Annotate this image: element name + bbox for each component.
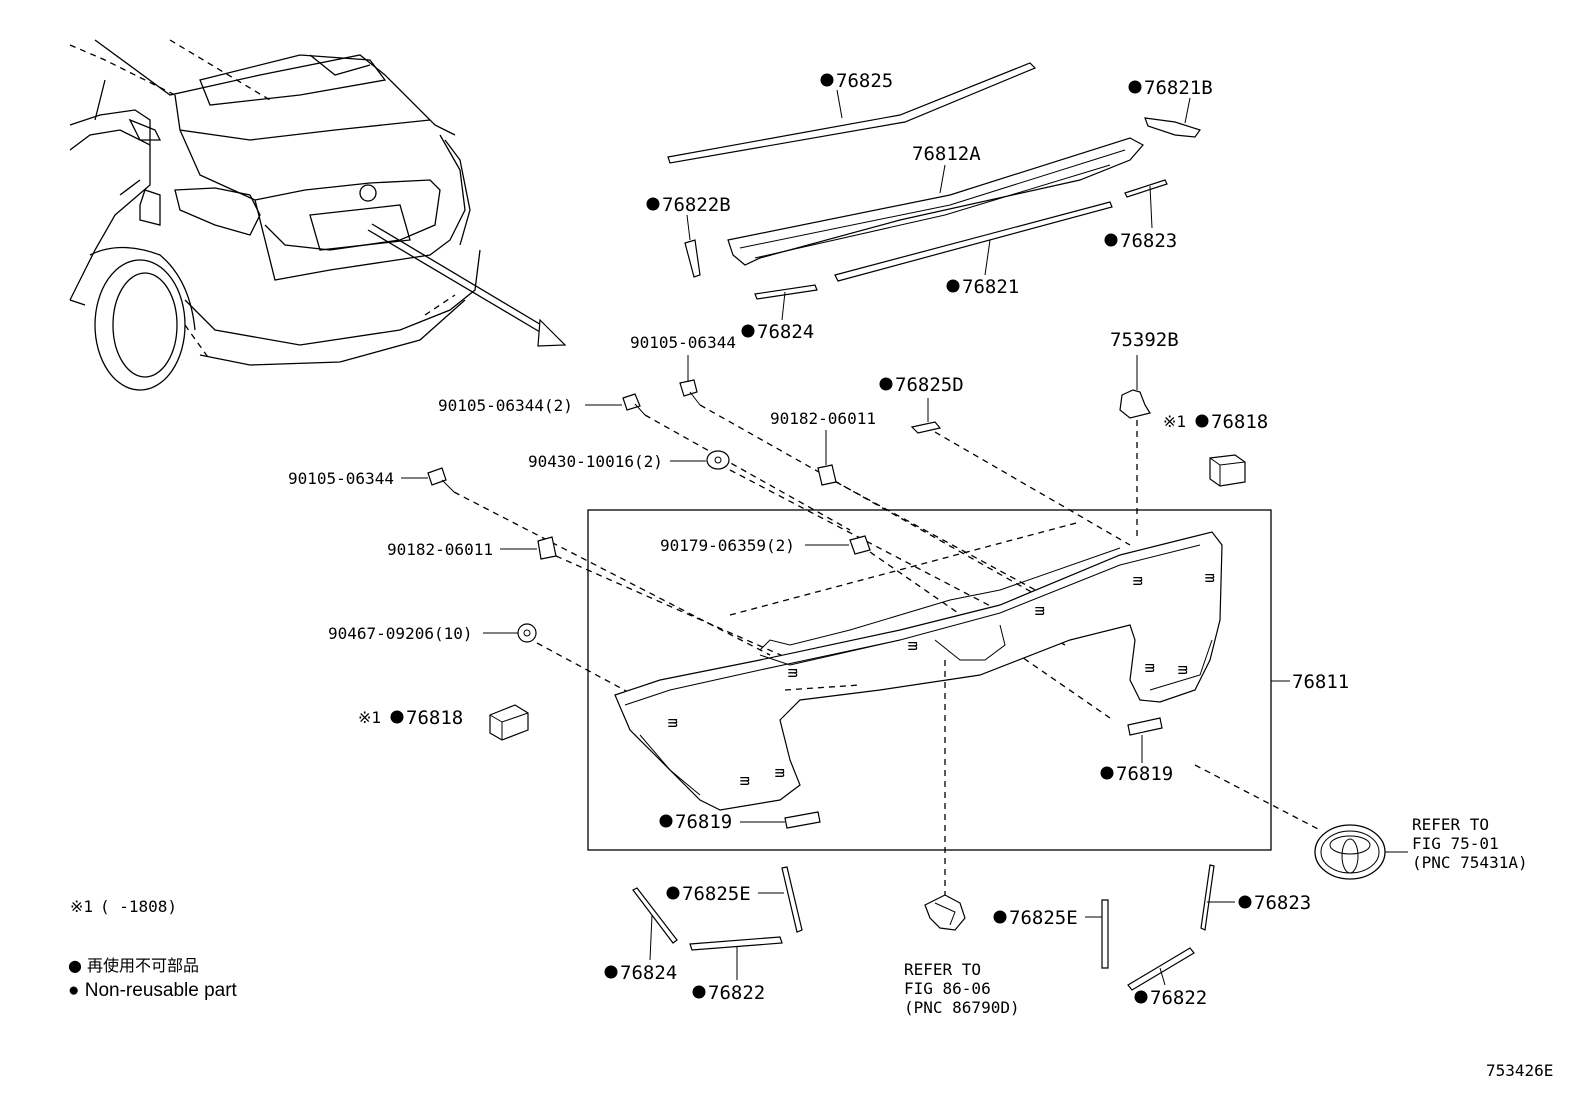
- upper-molding-parts: [667, 62, 1201, 321]
- emblem-ref-line2: FIG 75-01: [1412, 834, 1499, 853]
- label-76825D: 76825D: [895, 374, 964, 396]
- pad-76818-right: [1209, 454, 1246, 487]
- camera-ref-line3: (PNC 86790D): [904, 998, 1020, 1017]
- label-76825: 76825: [836, 70, 893, 92]
- label-76821B: 76821B: [1144, 77, 1213, 99]
- emblem-ref-line3: (PNC 75431A): [1412, 853, 1528, 872]
- label-76824-bottom: 76824: [620, 962, 677, 984]
- figure-id: 753426E: [1486, 1061, 1553, 1080]
- label-90182-top: 90182-06011: [770, 409, 876, 428]
- legend: ※1 ( -1808) ● 再使用不可部品 ● Non-reusable par…: [68, 897, 238, 1001]
- label-76819-left: 76819: [675, 811, 732, 833]
- vehicle-rear-illustration: [69, 39, 567, 391]
- label-76822-left: 76822: [708, 982, 765, 1004]
- piece-76825D: [910, 421, 942, 434]
- legend-note-range: ( -1808): [100, 897, 177, 916]
- garnish-76811: ᴟ ᴟ ᴟ ᴟ ᴟ ᴟ ᴟ ᴟ ᴟ ᴟ: [614, 521, 1321, 900]
- label-76823-bottom: 76823: [1254, 892, 1311, 914]
- label-90179: 90179-06359(2): [660, 536, 795, 555]
- label-76818-left: 76818: [406, 707, 463, 729]
- trim-76825E-left: [781, 866, 803, 933]
- label-90105-left: 90105-06344: [288, 469, 394, 488]
- part-labels: 76825 76821B 76812A 76822B 76823 76821 7…: [288, 70, 1528, 1017]
- svg-text:ᴟ: ᴟ: [775, 762, 785, 781]
- label-76821: 76821: [962, 276, 1019, 298]
- svg-text:ᴟ: ᴟ: [788, 662, 798, 681]
- trim-76824-bottom: [632, 887, 678, 944]
- label-76812A: 76812A: [912, 143, 981, 165]
- svg-text:ᴟ: ᴟ: [908, 635, 918, 654]
- strip-76824-top: [754, 284, 818, 300]
- svg-text:ᴟ: ᴟ: [1133, 570, 1143, 589]
- label-76819-right: 76819: [1116, 763, 1173, 785]
- legend-nonreusable-en: ● Non-reusable part: [68, 980, 238, 1001]
- label-76822B: 76822B: [662, 194, 731, 216]
- label-76825E-right: 76825E: [1009, 907, 1078, 929]
- label-76818-right: 76818: [1211, 411, 1268, 433]
- emblem-ref-line1: REFER TO: [1412, 815, 1489, 834]
- clip-76821B: [1144, 117, 1201, 138]
- camera-ref-line2: FIG 86-06: [904, 979, 991, 998]
- garnish-76812A: [727, 137, 1144, 266]
- svg-text:ᴟ: ᴟ: [1035, 600, 1045, 619]
- lower-trim-parts: [632, 824, 1408, 991]
- label-76822-right: 76822: [1150, 987, 1207, 1009]
- pad-76818-left: [489, 704, 529, 741]
- strip-76823-top: [1124, 179, 1168, 198]
- fasteners: [401, 355, 1246, 741]
- label-90182-left: 90182-06011: [387, 540, 493, 559]
- molding-76825: [667, 62, 1037, 164]
- legend-note-mark: ※1: [70, 897, 93, 916]
- label-75392B: 75392B: [1110, 329, 1179, 351]
- bracket-75392B: [1119, 389, 1151, 419]
- emblem-75431A: [1314, 824, 1386, 880]
- tape-76819-left: [784, 811, 821, 829]
- strip-76821: [834, 201, 1113, 282]
- clip-76822B: [684, 239, 701, 278]
- svg-text:ᴟ: ᴟ: [1178, 659, 1188, 678]
- trim-76822-left: [689, 936, 783, 951]
- assembly-76811-frame: [587, 509, 1272, 851]
- svg-text:ᴟ: ᴟ: [1145, 657, 1155, 676]
- svg-text:ᴟ: ᴟ: [668, 712, 678, 731]
- svg-text:ᴟ: ᴟ: [1205, 567, 1215, 586]
- note-mark-left: ※1: [358, 708, 381, 727]
- legend-nonreusable-jp: ● 再使用不可部品: [68, 956, 199, 975]
- trim-76822-right: [1127, 947, 1195, 991]
- label-76823-top: 76823: [1120, 230, 1177, 252]
- trim-76823-bottom: [1200, 864, 1215, 931]
- label-90105-2: 90105-06344(2): [438, 396, 573, 415]
- label-76825E-left: 76825E: [682, 883, 751, 905]
- label-90467: 90467-09206(10): [328, 624, 473, 643]
- label-76824-top: 76824: [757, 321, 814, 343]
- label-76811: 76811: [1292, 671, 1349, 693]
- label-90430: 90430-10016(2): [528, 452, 663, 471]
- camera-ref-line1: REFER TO: [904, 960, 981, 979]
- camera-86790D: [924, 894, 966, 931]
- tape-76819-right: [1127, 717, 1163, 736]
- trim-76825E-right: [1101, 899, 1109, 969]
- label-90105-top: 90105-06344: [630, 333, 736, 352]
- svg-text:ᴟ: ᴟ: [740, 770, 750, 789]
- note-mark-right: ※1: [1163, 412, 1186, 431]
